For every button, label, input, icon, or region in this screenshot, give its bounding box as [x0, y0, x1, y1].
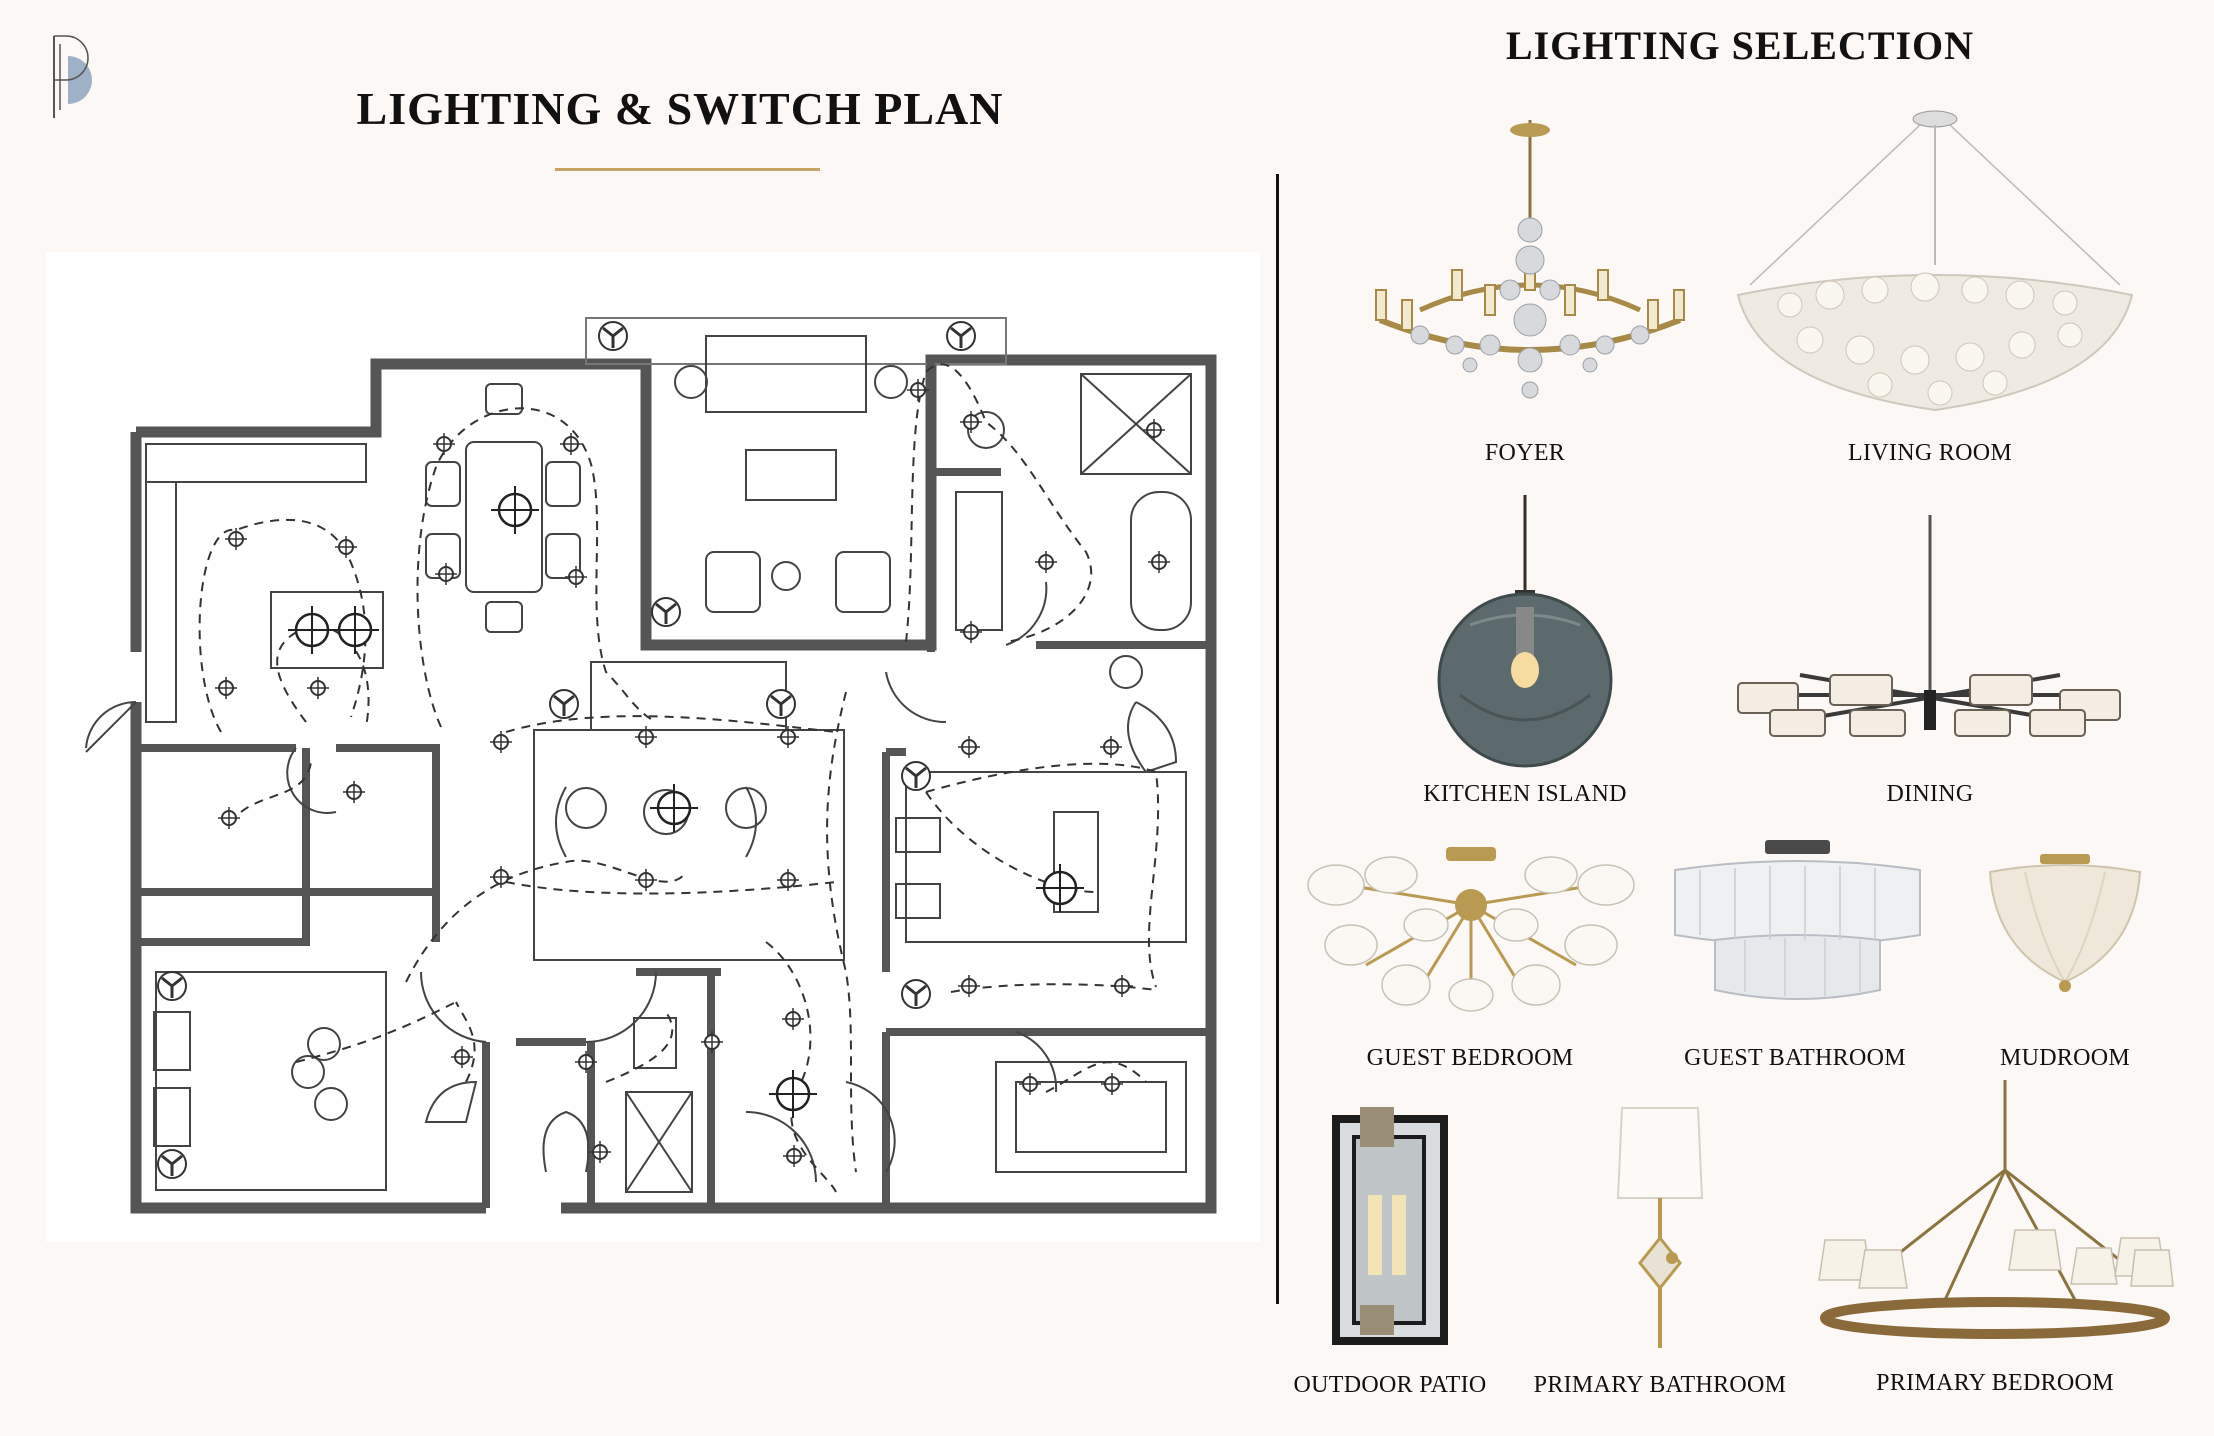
lantern-sconce-icon	[1332, 1107, 1448, 1345]
fixture-guest-bathroom	[1665, 840, 1930, 1010]
floor-plan	[46, 252, 1260, 1242]
selection-title: LIGHTING SELECTION	[1505, 23, 1975, 68]
fixture-label-dining: DINING	[1886, 781, 1974, 807]
fixture-dining	[1730, 515, 2130, 755]
fixture-guest-bedroom	[1306, 845, 1636, 1015]
section-divider	[1276, 174, 1279, 1304]
wall-sconce-icon	[1616, 1107, 1704, 1348]
fixture-label-guest-bedroom: GUEST BEDROOM	[1366, 1045, 1574, 1071]
petal-flush-mount-icon	[1307, 847, 1635, 1012]
glass-globe-pendant-icon	[1437, 495, 1613, 768]
fixture-outdoor-patio	[1330, 1105, 1450, 1345]
fixture-label-primary-bedroom: PRIMARY BEDROOM	[1876, 1370, 2114, 1396]
ring-chandelier-icon	[1818, 1080, 2174, 1339]
fixture-label-guest-bathroom: GUEST BATHROOM	[1684, 1045, 1906, 1071]
title-underline	[555, 168, 820, 171]
fixture-label-primary-bathroom: PRIMARY BATHROOM	[1533, 1372, 1787, 1398]
glass-tiered-flush-mount-icon	[1674, 840, 1921, 1000]
fixture-foyer	[1360, 120, 1700, 430]
chandelier-crystal-icon	[1375, 120, 1685, 399]
floor-plan-drawing	[85, 317, 1217, 1214]
fixture-label-mudroom: MUDROOM	[1999, 1045, 2131, 1071]
fixture-primary-bathroom	[1610, 1107, 1710, 1348]
plan-title: LIGHTING & SWITCH PLAN	[356, 83, 1004, 134]
brand-logo	[46, 30, 116, 122]
crystal-bowl-pendant-icon	[1736, 110, 2134, 412]
fixture-living-room	[1730, 105, 2140, 425]
fixture-label-foyer: FOYER	[1484, 440, 1566, 466]
fixture-label-living-room: LIVING ROOM	[1848, 440, 2012, 466]
fixture-label-outdoor-patio: OUTDOOR PATIO	[1293, 1372, 1487, 1398]
dome-flush-mount-icon	[1988, 854, 2142, 992]
fixture-mudroom	[1985, 850, 2145, 1000]
fixture-primary-bedroom	[1815, 1080, 2175, 1350]
drum-shade-chandelier-icon	[1737, 515, 2121, 737]
fixture-kitchen-island	[1430, 495, 1620, 768]
fixture-label-kitchen-island: KITCHEN ISLAND	[1423, 781, 1627, 807]
